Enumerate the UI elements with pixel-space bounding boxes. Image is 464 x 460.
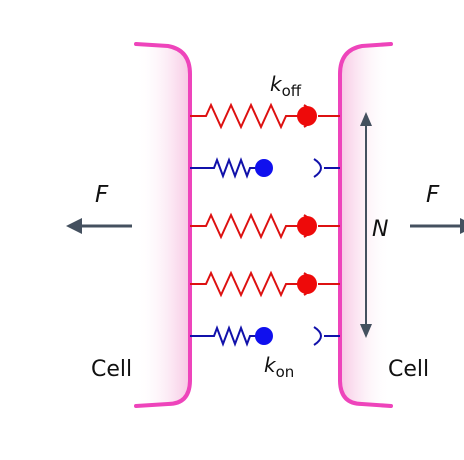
- k-on-subscript: on: [276, 363, 295, 381]
- k-on-label: kon: [264, 353, 294, 381]
- bond-4-bound: [190, 270, 340, 298]
- bond-2-unbound: [190, 157, 340, 179]
- spring: [190, 102, 300, 130]
- receptor-cup: [313, 158, 322, 178]
- bond-3-bound: [190, 212, 340, 240]
- left-cell: [134, 42, 192, 408]
- spring: [190, 270, 300, 298]
- ligand-ball: [297, 216, 317, 236]
- cell-label-right: Cell: [388, 357, 429, 382]
- force-arrow-left: [66, 218, 132, 234]
- n-label: N: [372, 217, 388, 242]
- cell-label-left: Cell: [91, 357, 132, 382]
- spring: [190, 157, 256, 179]
- n-double-arrow: [360, 112, 372, 338]
- k-off-label: koff: [270, 72, 302, 100]
- ligand-ball: [255, 159, 273, 177]
- force-label-left: F: [95, 182, 109, 208]
- ligand-ball: [255, 327, 273, 345]
- bond-1-bound: [190, 102, 340, 130]
- spring: [190, 325, 256, 347]
- force-arrow-right: [410, 218, 464, 234]
- force-label-right: F: [426, 182, 440, 208]
- bonds: [190, 102, 340, 347]
- spring: [190, 212, 300, 240]
- left-cell-interior: [136, 44, 190, 406]
- ligand-ball: [297, 106, 317, 126]
- bond-5-unbound: [190, 325, 340, 347]
- ligand-ball: [297, 274, 317, 294]
- k-off-subscript: off: [282, 82, 302, 100]
- k-on-symbol: k: [264, 353, 277, 377]
- receptor-cup: [313, 326, 322, 346]
- k-off-symbol: k: [270, 72, 283, 96]
